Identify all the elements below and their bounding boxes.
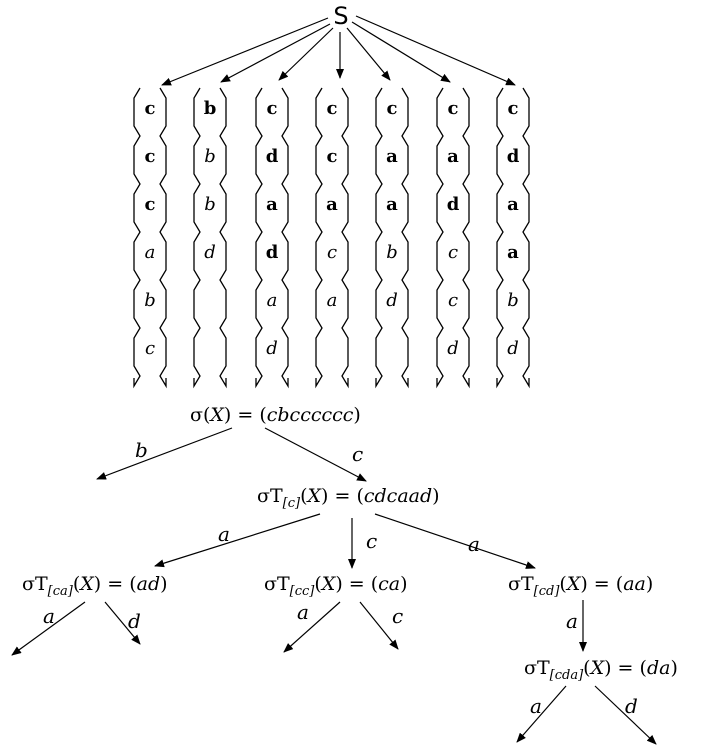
string-char: a: [266, 194, 278, 215]
node-root: σ(X) = (cbcccccc): [190, 404, 361, 426]
string-char: c: [387, 98, 398, 119]
node-c: σT[c](X) = (cdcaad): [257, 485, 440, 511]
edge-cda-a: [516, 685, 567, 743]
node-ca: σT[ca](X) = (ad): [22, 573, 168, 599]
string-column-3: c d a d a d: [255, 87, 289, 389]
edge-label-cda-a: a: [530, 694, 542, 718]
root-arrow: [161, 17, 329, 86]
string-columns: c c c a b c b b b d c d a d a d c c a c a c a a b d c a d c c d c d a a b d: [133, 87, 530, 389]
string-char: c: [448, 242, 458, 263]
edge-label-root-b: b: [135, 438, 148, 462]
string-char: a: [327, 290, 338, 311]
edge-ca-d: [104, 601, 141, 645]
string-char: a: [326, 194, 338, 215]
string-char: b: [204, 98, 217, 119]
string-outline-right: [341, 87, 349, 389]
root-arrow: [355, 15, 516, 86]
string-char: d: [507, 338, 519, 359]
string-outline-right: [219, 87, 227, 389]
string-outline-left: [133, 87, 141, 389]
edge-label-c-a: a: [218, 522, 230, 546]
edge-cc-a: [283, 601, 341, 653]
edge-root-b: [96, 427, 233, 480]
string-char: c: [508, 98, 519, 119]
string-char: d: [266, 146, 279, 167]
edge-cda-d: [594, 685, 657, 745]
string-char: d: [447, 194, 460, 215]
string-outline-left: [315, 87, 323, 389]
string-char: c: [145, 146, 156, 167]
edge-label-c-d: a: [468, 532, 480, 556]
string-column-1: c c c a b c: [133, 87, 167, 389]
edge-label-cda-d: d: [625, 694, 638, 718]
edge-label-root-c: c: [352, 442, 363, 466]
string-char: b: [204, 194, 216, 215]
root-s-label: S: [333, 2, 348, 30]
root-arrow: [346, 27, 391, 81]
string-char: c: [145, 338, 155, 359]
string-outline-right: [281, 87, 289, 389]
edge-root-c: [264, 427, 367, 482]
string-char: d: [386, 290, 398, 311]
string-outline-left: [436, 87, 444, 389]
string-char: a: [145, 242, 156, 263]
edge-label-ca-d: d: [128, 609, 141, 633]
string-char: a: [447, 146, 459, 167]
edge-label-cc-a: a: [297, 600, 309, 624]
string-char: c: [327, 242, 337, 263]
string-char: a: [507, 194, 519, 215]
string-char: b: [386, 242, 398, 263]
edge-label-ca-a: a: [43, 604, 55, 628]
string-char: d: [507, 146, 520, 167]
string-char: b: [204, 146, 216, 167]
string-outline-left: [375, 87, 383, 389]
string-outline-left: [496, 87, 504, 389]
string-char: c: [448, 98, 459, 119]
string-column-7: c d a a b d: [496, 87, 530, 389]
string-outline-right: [401, 87, 409, 389]
string-column-2: b b b d: [193, 87, 227, 389]
string-outline-left: [255, 87, 263, 389]
edge-cc-c: [359, 601, 399, 650]
string-column-5: c a a b d: [375, 87, 409, 389]
string-char: d: [204, 242, 216, 263]
string-char: c: [327, 146, 338, 167]
string-char: a: [267, 290, 278, 311]
string-char: b: [507, 290, 519, 311]
edge-labels: b c a c a a d a c a a d: [43, 438, 638, 718]
string-outline-right: [462, 87, 470, 389]
edge-c-a: [154, 513, 321, 568]
string-char: a: [507, 242, 519, 263]
root-arrow: [351, 21, 451, 83]
string-outline-right: [159, 87, 167, 389]
string-char: c: [448, 290, 458, 311]
edge-label-c-c: c: [366, 529, 377, 553]
string-char: c: [327, 98, 338, 119]
edge-label-cd-a: a: [566, 609, 578, 633]
tree-edges: [11, 427, 657, 745]
string-column-6: c a d c c d: [436, 87, 470, 389]
root-arrows: [161, 15, 516, 86]
root-arrow: [278, 27, 334, 81]
string-outline-left: [193, 87, 201, 389]
node-cda: σT[cda](X) = (da): [524, 657, 678, 683]
string-char: c: [267, 98, 278, 119]
string-char: a: [386, 146, 398, 167]
edge-c-d: [374, 513, 536, 569]
string-outline-right: [522, 87, 530, 389]
string-char: a: [386, 194, 398, 215]
edge-ca-a: [11, 601, 86, 656]
string-char: c: [145, 194, 156, 215]
string-char: b: [144, 290, 156, 311]
node-cc: σT[cc](X) = (ca): [264, 573, 408, 599]
string-char: d: [266, 338, 278, 359]
string-char: c: [145, 98, 156, 119]
string-char: d: [447, 338, 459, 359]
root-arrow: [220, 23, 331, 83]
string-column-4: c c a c a: [315, 87, 349, 389]
edge-label-cc-c: c: [392, 604, 403, 628]
string-char: d: [266, 242, 279, 263]
node-cd: σT[cd](X) = (aa): [508, 573, 653, 599]
